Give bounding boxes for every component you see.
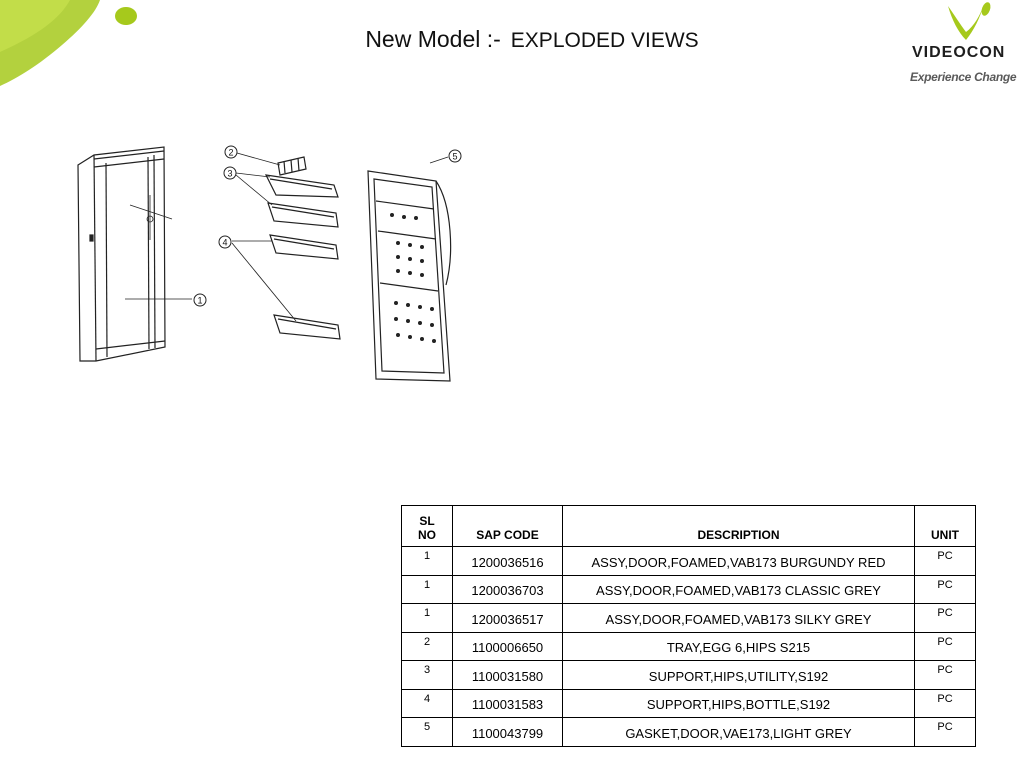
cell-unit: PC: [914, 660, 976, 690]
outer-door-part: [77, 146, 192, 362]
table-row: 5 1100043799 GASKET,DOOR,VAE173,LIGHT GR…: [401, 717, 976, 747]
cell-sap-code: 1100031583: [452, 688, 563, 718]
cell-unit: PC: [914, 717, 976, 747]
header-description: DESCRIPTION: [562, 505, 915, 547]
cell-unit: PC: [914, 631, 976, 661]
header-unit: UNIT: [914, 505, 976, 547]
callout-1: 1: [197, 296, 202, 306]
cell-sap-code: 1100043799: [452, 717, 563, 747]
logo-tagline: Experience Change: [910, 70, 1017, 84]
cell-sl: 4: [401, 688, 453, 718]
table-row: 1 1200036703 ASSY,DOOR,FOAMED,VAB173 CLA…: [401, 574, 976, 604]
cell-description: GASKET,DOOR,VAE173,LIGHT GREY: [562, 717, 915, 747]
table-row: 2 1100006650 TRAY,EGG 6,HIPS S215 PC: [401, 631, 976, 661]
bottle-support-part: [231, 234, 341, 340]
cell-unit: PC: [914, 688, 976, 718]
cell-unit: PC: [914, 546, 976, 576]
title-main: New Model :-: [365, 26, 501, 52]
table-row: 3 1100031580 SUPPORT,HIPS,UTILITY,S192 P…: [401, 660, 976, 690]
page-title: New Model :- EXPLODED VIEWS: [0, 26, 1024, 53]
cell-description: TRAY,EGG 6,HIPS S215: [562, 631, 915, 661]
door-liner-gasket-part: [367, 156, 452, 382]
egg-tray-part: [236, 152, 307, 176]
cell-sl: 1: [401, 574, 453, 604]
table-row: 4 1100031583 SUPPORT,HIPS,BOTTLE,S192 PC: [401, 688, 976, 718]
cell-unit: PC: [914, 603, 976, 633]
table-row: 1 1200036516 ASSY,DOOR,FOAMED,VAB173 BUR…: [401, 546, 976, 576]
exploded-view-drawing: 1 2 3 4 5: [77, 145, 462, 382]
cell-sl: 1: [401, 603, 453, 633]
cell-description: ASSY,DOOR,FOAMED,VAB173 CLASSIC GREY: [562, 574, 915, 604]
liner-holes: [390, 213, 436, 343]
callout-3: 3: [227, 169, 232, 179]
cell-description: SUPPORT,HIPS,BOTTLE,S192: [562, 688, 915, 718]
callout-4: 4: [222, 238, 227, 248]
cell-description: ASSY,DOOR,FOAMED,VAB173 BURGUNDY RED: [562, 546, 915, 576]
cell-sl: 2: [401, 631, 453, 661]
videocon-logo: VIDEOCON Experience Change: [900, 0, 1024, 95]
cell-unit: PC: [914, 574, 976, 604]
logo-v-mark-icon: [948, 2, 991, 40]
utility-support-part: [235, 172, 339, 228]
corner-decoration: [0, 0, 137, 86]
callout-5: 5: [452, 152, 457, 162]
cell-sap-code: 1100031580: [452, 660, 563, 690]
logo-wordmark: VIDEOCON: [912, 44, 1006, 61]
cell-sap-code: 1200036517: [452, 603, 563, 633]
cell-sap-code: 1100006650: [452, 631, 563, 661]
table-row: 1 1200036517 ASSY,DOOR,FOAMED,VAB173 SIL…: [401, 603, 976, 633]
cell-sap-code: 1200036516: [452, 546, 563, 576]
header-sap-code: SAP CODE: [452, 505, 563, 547]
cell-sap-code: 1200036703: [452, 574, 563, 604]
cell-sl: 5: [401, 717, 453, 747]
callout-2: 2: [228, 148, 233, 158]
cell-description: SUPPORT,HIPS,UTILITY,S192: [562, 660, 915, 690]
cell-sl: 1: [401, 546, 453, 576]
cell-description: ASSY,DOOR,FOAMED,VAB173 SILKY GREY: [562, 603, 915, 633]
title-sub: EXPLODED VIEWS: [510, 29, 699, 52]
cell-sl: 3: [401, 660, 453, 690]
